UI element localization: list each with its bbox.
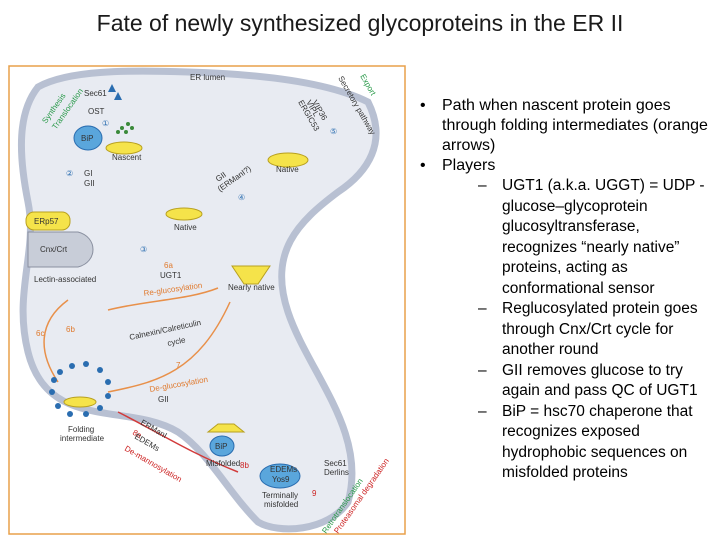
step8b-label: 8b [240,461,249,470]
terminally-label-1: Terminally [262,491,298,500]
arrow-reglucosylation [107,287,219,311]
nascent-protein [105,141,143,155]
nearly-native-label: Nearly native [228,283,275,292]
bullet-item: Players UGT1 (a.k.a. UGGT) = UDP -glucos… [412,156,712,484]
edem-complex-blob [259,463,301,489]
derlins-label: Derlins [324,468,349,477]
sub-bullet-item: BiP = hsc70 chaperone that recognizes ex… [442,402,712,484]
bip-dots [49,361,111,417]
sub-bullet-item: UGT1 (a.k.a. UGGT) = UDP -glucose–glycop… [442,176,712,299]
gii-label: GII [84,179,95,188]
step4-label: ④ [238,193,245,202]
native-protein-mid [165,207,203,221]
step5-label: ⑤ [330,127,337,136]
yos9-label: Yos9 [272,475,290,484]
terminally-label-2: misfolded [264,500,298,509]
step3-label: ③ [140,245,147,254]
folding-label-2: intermediate [60,434,105,443]
arrow-cycle-left [43,299,69,383]
arrow-cycle-right [107,301,231,393]
sub-bullet-item: GII removes glucose to try again and pas… [442,361,712,402]
bullet-item: Path when nascent protein goes through f… [412,96,712,156]
misfolded-protein [206,423,246,433]
folding-intermediate-protein [63,396,97,408]
gi-label: GI [84,169,92,178]
step6a-label: 6a [164,261,173,270]
arrow-demannosylation [117,411,239,473]
step7-label: 7 [176,361,181,370]
step6c-label: 6c [36,329,44,338]
bip-label: BiP [81,134,93,143]
step9-label: 9 [312,489,317,498]
glycan-nascent [116,122,134,134]
figure-frame [8,65,406,535]
native-label-top: Native [276,165,299,174]
edem2-label: EDEMs [270,465,297,474]
glycan-blue [108,84,122,100]
sub-bullet-item: Reglucosylated protein goes through Cnx/… [442,299,712,361]
erp57-label: ERp57 [34,217,59,226]
misfolded-label: Misfolded [206,459,240,468]
sec61-label: Sec61 [84,89,107,98]
ugt1-label: UGT1 [160,271,182,280]
nascent-label: Nascent [112,153,142,162]
er-lumen-label: ER lumen [190,73,225,82]
cnx-crt-label: Cnx/Crt [40,245,68,254]
erp57-blob [25,211,71,231]
step6b-label: 6b [66,325,75,334]
sub-bullet-list: UGT1 (a.k.a. UGGT) = UDP -glucose–glycop… [442,176,712,484]
bullet-list: Path when nascent protein goes through f… [412,96,712,484]
nearly-native-protein [231,265,271,285]
step1-label: ① [102,119,109,128]
slide-title: Fate of newly synthesized glycoproteins … [96,10,624,36]
lectin-associated-label: Lectin-associated [34,275,96,284]
diagram-svg: ER lumen Synthesis Translocation Sec61 O… [8,65,406,535]
native-label-mid: Native [174,223,197,232]
er-glycoprotein-diagram: ER lumen Synthesis Translocation Sec61 O… [8,52,408,536]
gii-small-label: GII [158,395,169,404]
cnx-crt-blob [27,231,94,268]
native-protein-top [267,152,309,168]
export-label: Export [358,73,378,98]
cycle-label-2: cycle [167,335,187,348]
ost-label: OST [88,107,105,116]
sec61b-label: Sec61 [324,459,347,468]
bip2-label: BiP [215,442,227,451]
er-membrane [17,67,380,533]
folding-label-1: Folding [68,425,94,434]
bip-blob [73,125,103,151]
bip-misfolded-blob [209,435,235,457]
step2-label: ② [66,169,73,178]
